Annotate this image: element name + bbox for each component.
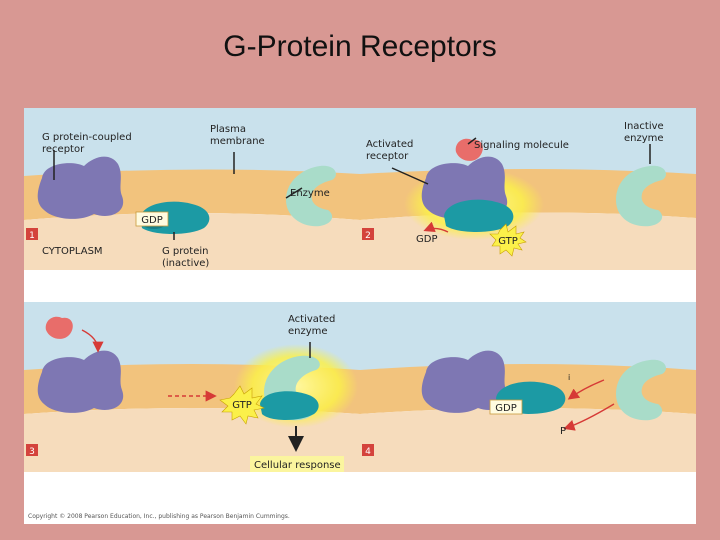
activated-enzyme-line2: enzyme [288, 326, 328, 337]
pi-release-arrow [563, 403, 615, 431]
panel-1: GDP G protein-coupled receptor Plasma me… [24, 108, 360, 270]
enzyme-release-arrow [567, 379, 605, 400]
pi-label: P [560, 426, 566, 437]
gdp-label-2: GDP [416, 234, 437, 245]
step-number-3: 3 [29, 447, 35, 457]
activated-receptor-leader [391, 167, 429, 185]
gprotein-label-line2: (inactive) [162, 258, 209, 269]
inactive-enzyme-shape [616, 165, 666, 227]
gdp-label-1: GDP [141, 215, 162, 226]
gprotein-bound [260, 391, 319, 420]
slide-title: G-Protein Receptors [223, 30, 497, 63]
enzyme-shape-4 [616, 359, 666, 421]
gpcr-label-line2: receptor [42, 144, 85, 155]
gdp-exit-arrow [423, 221, 449, 233]
panel-2: GTP GDP Activated receptor Signaling mol… [360, 108, 696, 270]
membrane-label-line2: membrane [210, 136, 265, 147]
gdp-badge-1 [135, 211, 169, 227]
panel-4: GDP P i 4 [360, 302, 696, 472]
cellular-response-label: Cellular response [254, 460, 341, 471]
copyright-text: Copyright © 2008 Pearson Education, Inc.… [28, 513, 290, 520]
extracellular-region-4 [360, 302, 696, 370]
step-badge-4 [362, 444, 374, 456]
gprotein-activating [444, 199, 514, 232]
activated-receptor-line2: receptor [366, 151, 409, 162]
receptor-shape-3 [37, 350, 124, 413]
step-badge-3 [26, 444, 38, 456]
inactive-enzyme-line2: enzyme [624, 133, 664, 144]
enzyme-shape [286, 165, 336, 227]
cellular-response-box [250, 456, 344, 472]
inactive-enzyme-line1: Inactive [624, 121, 664, 132]
gtp-burst-2 [489, 223, 527, 257]
extracellular-region-2 [360, 108, 696, 176]
gpcr-label-line1: G protein-coupled [42, 132, 132, 143]
signal-leader [467, 137, 477, 145]
cytoplasm-label: CYTOPLASM [42, 246, 103, 257]
gtp-label-2: GTP [498, 236, 518, 247]
gtp-label-3: GTP [232, 400, 252, 411]
gdp-badge-4 [489, 399, 523, 415]
step-number-4: 4 [365, 447, 371, 457]
receptor-shape-4 [421, 350, 508, 413]
membrane-label-line1: Plasma [210, 124, 246, 135]
enzyme-label: Enzyme [290, 188, 330, 199]
step-number-2: 2 [365, 231, 371, 241]
enzyme-leader [285, 187, 303, 199]
panel-3: GTP Activated enzyme Cellular response 3 [24, 302, 360, 472]
released-signal [45, 316, 73, 339]
gtp-burst-3 [219, 385, 265, 425]
step-badge-2 [362, 228, 374, 240]
gpcr-diagram: GDP G protein-coupled receptor Plasma me… [24, 108, 696, 520]
gprotein-label-line1: G protein [162, 246, 208, 257]
signaling-molecule-label: Signaling molecule [474, 140, 569, 151]
gpcr-receptor [37, 156, 124, 219]
activated-enzyme-line1: Activated [288, 314, 335, 325]
activated-receptor-line1: Activated [366, 139, 413, 150]
cytoplasm-region [24, 213, 360, 270]
i-mark: i [568, 373, 570, 382]
step-number-1: 1 [29, 231, 35, 241]
step-badge-1 [26, 228, 38, 240]
signal-release-arrow [81, 329, 104, 353]
signaling-molecule [455, 138, 483, 161]
cytoplasm-region-4 [360, 408, 696, 472]
gpcr-figure: GDP G protein-coupled receptor Plasma me… [24, 108, 696, 524]
gdp-label-4: GDP [495, 403, 516, 414]
